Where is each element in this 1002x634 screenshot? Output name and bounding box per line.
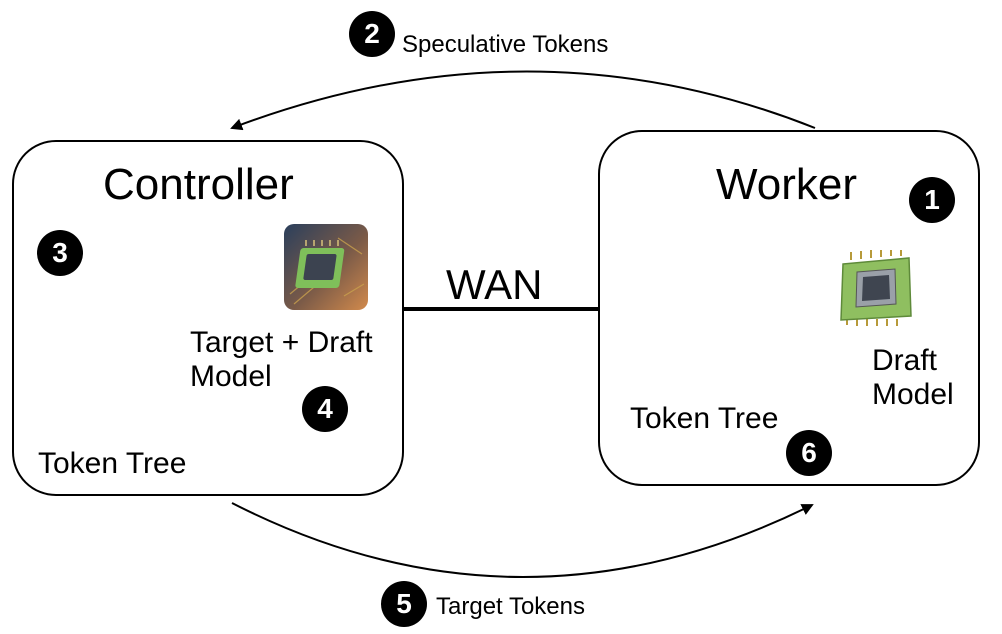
target-tokens-label: Target Tokens xyxy=(436,593,585,620)
step-badge-1: 1 xyxy=(909,177,955,223)
worker-title: Worker xyxy=(716,160,857,209)
controller-model-label-line1: Target + Draft xyxy=(190,326,373,359)
worker-model-label: Draft Model xyxy=(872,344,954,412)
speculative-tokens-arrow xyxy=(230,70,816,131)
step-badge-6: 6 xyxy=(786,430,832,476)
controller-tree-label: Token Tree xyxy=(38,447,187,480)
step-badge-2: 2 xyxy=(349,11,395,57)
gpu-chip-icon xyxy=(284,224,368,310)
gpu-chip-icon xyxy=(833,250,917,326)
step-badge-4: 4 xyxy=(302,386,348,432)
controller-model-label-line2: Model xyxy=(190,360,272,393)
worker-tree-label: Token Tree xyxy=(630,402,779,435)
step-badge-3: 3 xyxy=(37,230,83,276)
wan-label: WAN xyxy=(446,261,543,308)
speculative-tokens-label: Speculative Tokens xyxy=(402,31,609,58)
controller-box xyxy=(12,140,404,496)
worker-model-label-line2: Model xyxy=(872,378,954,411)
step-badge-5: 5 xyxy=(381,581,427,627)
worker-model-label-line1: Draft xyxy=(872,344,938,377)
target-tokens-arrow xyxy=(231,502,814,578)
controller-title: Controller xyxy=(103,160,294,209)
controller-model-label: Target + Draft Model xyxy=(190,326,373,394)
